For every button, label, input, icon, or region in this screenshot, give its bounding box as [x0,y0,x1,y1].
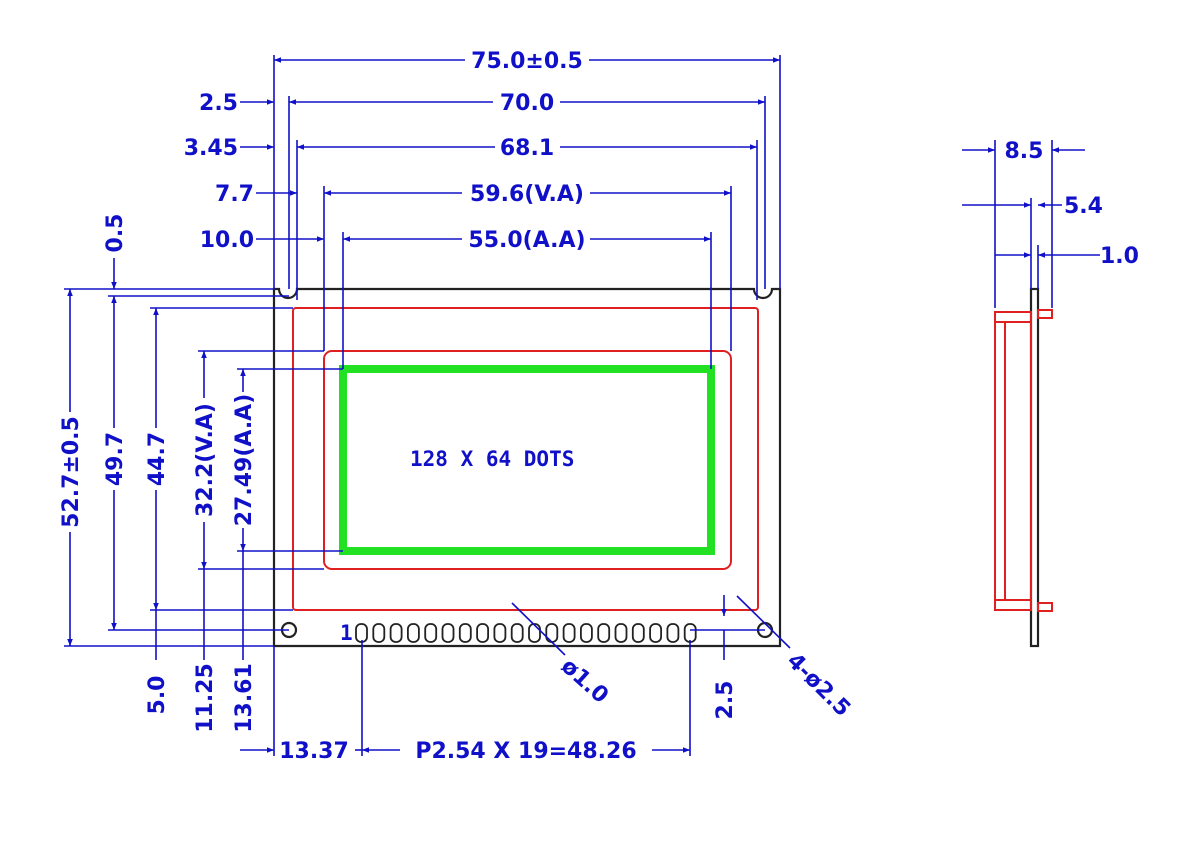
top-offset-dim: 0.5 [103,214,128,253]
pin-1 [355,623,368,643]
side-pcb [1029,287,1040,648]
pin-pitch-dim: P2.54 X 19=48.26 [415,739,636,764]
pin-13 [562,623,576,643]
top-dimensions: 75.0±0.5 70.0 2.5 68.1 3.45 59.6(V.A) 7.… [184,49,781,369]
pin-17 [631,623,645,643]
active-area-height-dim: 27.49(A.A) [232,394,257,527]
pin-4 [406,623,420,643]
bottom-dimensions: 13.37 P2.54 X 19=48.26 ø1.0 2.5 4-ø2.5 [240,595,855,764]
bezel-outline [292,307,759,611]
bezel-width-dim: 68.1 [500,136,554,161]
pin-16 [614,623,628,643]
offset-7-7-dim: 7.7 [215,182,254,207]
left-dimensions: 52.7±0.5 49.7 0.5 44.7 32.2(V.A) 27.49(A… [59,214,343,733]
pin-14 [580,623,593,643]
pin-7 [458,623,472,643]
mount-hole-dim: 4-ø2.5 [782,649,855,722]
offset-3-45-dim: 3.45 [184,136,238,161]
pin-9 [493,623,507,643]
display-resolution-label: 128 X 64 DOTS [410,447,574,471]
pin-19 [666,623,680,643]
view-area-width-dim: 59.6(V.A) [470,182,584,207]
pin-15 [597,623,611,643]
pin-6 [441,623,455,643]
view-area-outline [323,350,732,570]
bottom-offset-11-25-dim: 11.25 [193,663,218,733]
pin-header [355,623,697,643]
pin-11 [528,623,541,643]
pin-5 [424,623,438,643]
side-tab-top [1037,309,1053,319]
side-tab-bottom [1037,602,1053,612]
hole-span-width-dim: 70.0 [500,91,554,116]
view-area-height-dim: 32.2(V.A) [193,403,218,517]
offset-10-dim: 10.0 [200,228,254,253]
pin-2 [372,623,386,643]
side-module-thickness-dim: 5.4 [1064,194,1103,219]
bottom-offset-5-dim: 5.0 [145,676,170,715]
pin-3 [389,623,403,643]
bottom-offset-13-61-dim: 13.61 [232,663,257,733]
pin-18 [649,623,662,643]
pin-row-offset-dim: 2.5 [713,681,738,720]
pin-20 [683,623,697,643]
hole-span-height-dim: 49.7 [103,432,128,486]
overall-width-dim: 75.0±0.5 [471,49,583,74]
active-area-width-dim: 55.0(A.A) [468,228,585,253]
bezel-height-dim: 44.7 [145,432,170,486]
side-pcb-thickness-dim: 1.0 [1100,244,1139,269]
pin-8 [476,623,490,643]
pin-hole-dim: ø1.0 [556,654,613,709]
active-area-outline [339,365,715,555]
pin-one-label: 1 [340,621,353,645]
overall-height-dim: 52.7±0.5 [59,416,84,528]
side-view: 8.5 5.4 1.0 [962,139,1139,648]
pin-10 [510,623,524,643]
offset-2-5-dim: 2.5 [199,91,238,116]
pin-start-dim: 13.37 [279,739,349,764]
front-view: 1 128 X 64 DOTS [272,287,782,648]
side-total-thickness-dim: 8.5 [1005,139,1044,164]
side-lcd-body [994,311,1032,611]
